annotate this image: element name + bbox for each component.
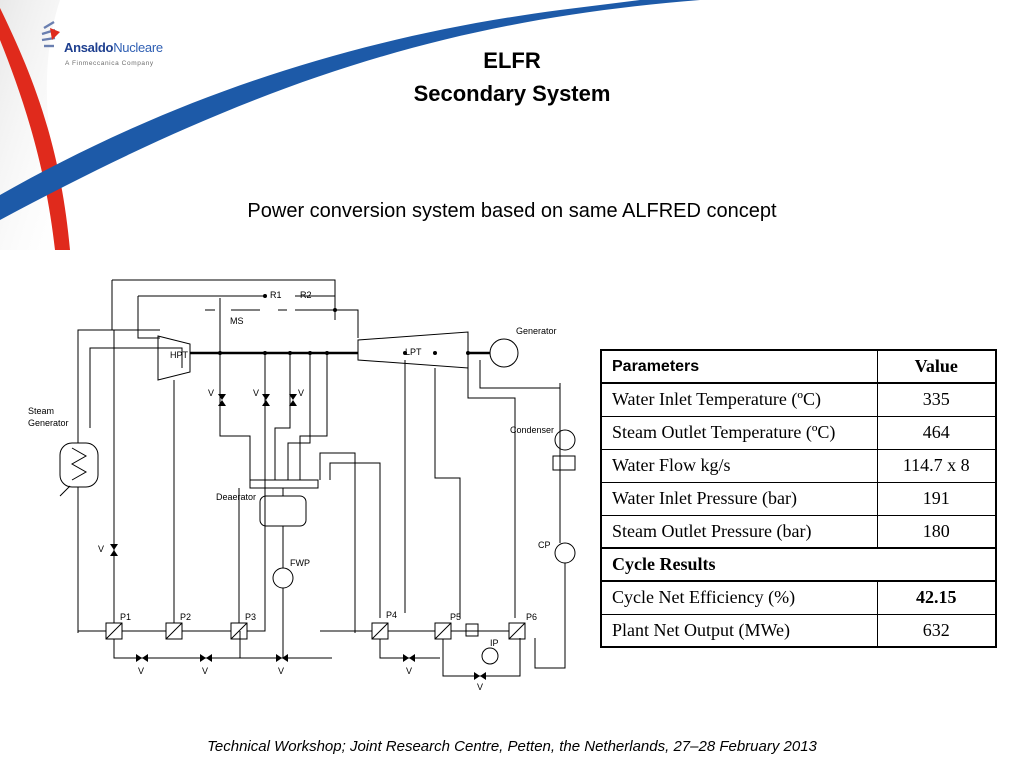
label-deaerator: Deaerator [216,492,256,502]
parameters-table: Parameters Value Water Inlet Temperature… [600,349,997,648]
label-p4: P4 [386,610,397,620]
label-valve: V [98,544,104,554]
label-valve: V [477,682,483,692]
value-cell: 114.7 x 8 [876,448,997,483]
column-header-value: Value [876,349,997,384]
label-valve: V [208,388,214,398]
logo-brand: AnsaldoNucleare [64,40,163,55]
logo-tagline: A Finmeccanica Company [65,60,154,67]
label-valve: V [278,666,284,676]
logo-mark-icon [41,20,60,48]
param-cell: Cycle Net Efficiency (%) [600,580,878,615]
label-p6: P6 [526,612,537,622]
value-cell: 191 [876,481,997,516]
label-valve: V [298,388,304,398]
table-row: Cycle Net Efficiency (%) 42.15 [600,580,997,615]
label-hpt: HPT [170,350,189,360]
value-cell: 632 [876,613,997,648]
param-cell: Water Flow kg/s [600,448,878,483]
table-row: Steam Outlet Temperature (ºC) 464 [600,415,997,450]
column-header-parameters: Parameters [600,349,878,384]
label-valve: V [406,666,412,676]
title-line-1: ELFR [483,48,541,73]
label-p1: P1 [120,612,131,622]
section-row: Cycle Results [600,547,997,582]
label-fwp: FWP [290,558,310,568]
label-generator: Generator [516,326,557,336]
value-cell: 42.15 [876,580,997,615]
label-r2: R2 [300,290,312,300]
label-valve: V [253,388,259,398]
label-ip: IP [490,638,499,648]
table-row: Plant Net Output (MWe) 632 [600,613,997,648]
label-steam-generator-2: Generator [28,418,69,428]
title-line-2: Secondary System [413,81,611,106]
table-row: Steam Outlet Pressure (bar) 180 [600,514,997,549]
label-valve: V [138,666,144,676]
label-valve: V [202,666,208,676]
table-row: Water Inlet Temperature (ºC) 335 [600,382,997,417]
param-cell: Steam Outlet Pressure (bar) [600,514,878,549]
param-cell: Water Inlet Temperature (ºC) [600,382,878,417]
company-logo: AnsaldoNucleare A Finmeccanica Company [40,20,180,80]
table-row: Water Flow kg/s 114.7 x 8 [600,448,997,483]
label-r1: R1 [270,290,282,300]
section-title-cycle-results: Cycle Results [600,547,997,582]
header-swoosh-decoration [0,0,700,250]
label-p3: P3 [245,612,256,622]
table-header-row: Parameters Value [600,349,997,384]
label-cp: CP [538,540,551,550]
label-ms: MS [230,316,244,326]
param-cell: Plant Net Output (MWe) [600,613,878,648]
value-cell: 464 [876,415,997,450]
param-cell: Steam Outlet Temperature (ºC) [600,415,878,450]
slide-title: ELFR Secondary System [312,44,712,110]
table-row: Water Inlet Pressure (bar) 191 [600,481,997,516]
value-cell: 180 [876,514,997,549]
label-p5: P5 [450,612,461,622]
param-cell: Water Inlet Pressure (bar) [600,481,878,516]
label-lpt: LPT [405,347,422,357]
slide-subtitle: Power conversion system based on same AL… [247,200,777,222]
label-condenser: Condenser [510,425,554,435]
label-steam-generator-1: Steam [28,406,54,416]
footer-text: Technical Workshop; Joint Research Centr… [207,738,817,755]
value-cell: 335 [876,382,997,417]
secondary-system-schematic: HPT LPT MS R1 R2 Generator Steam Generat… [28,279,576,692]
label-p2: P2 [180,612,191,622]
